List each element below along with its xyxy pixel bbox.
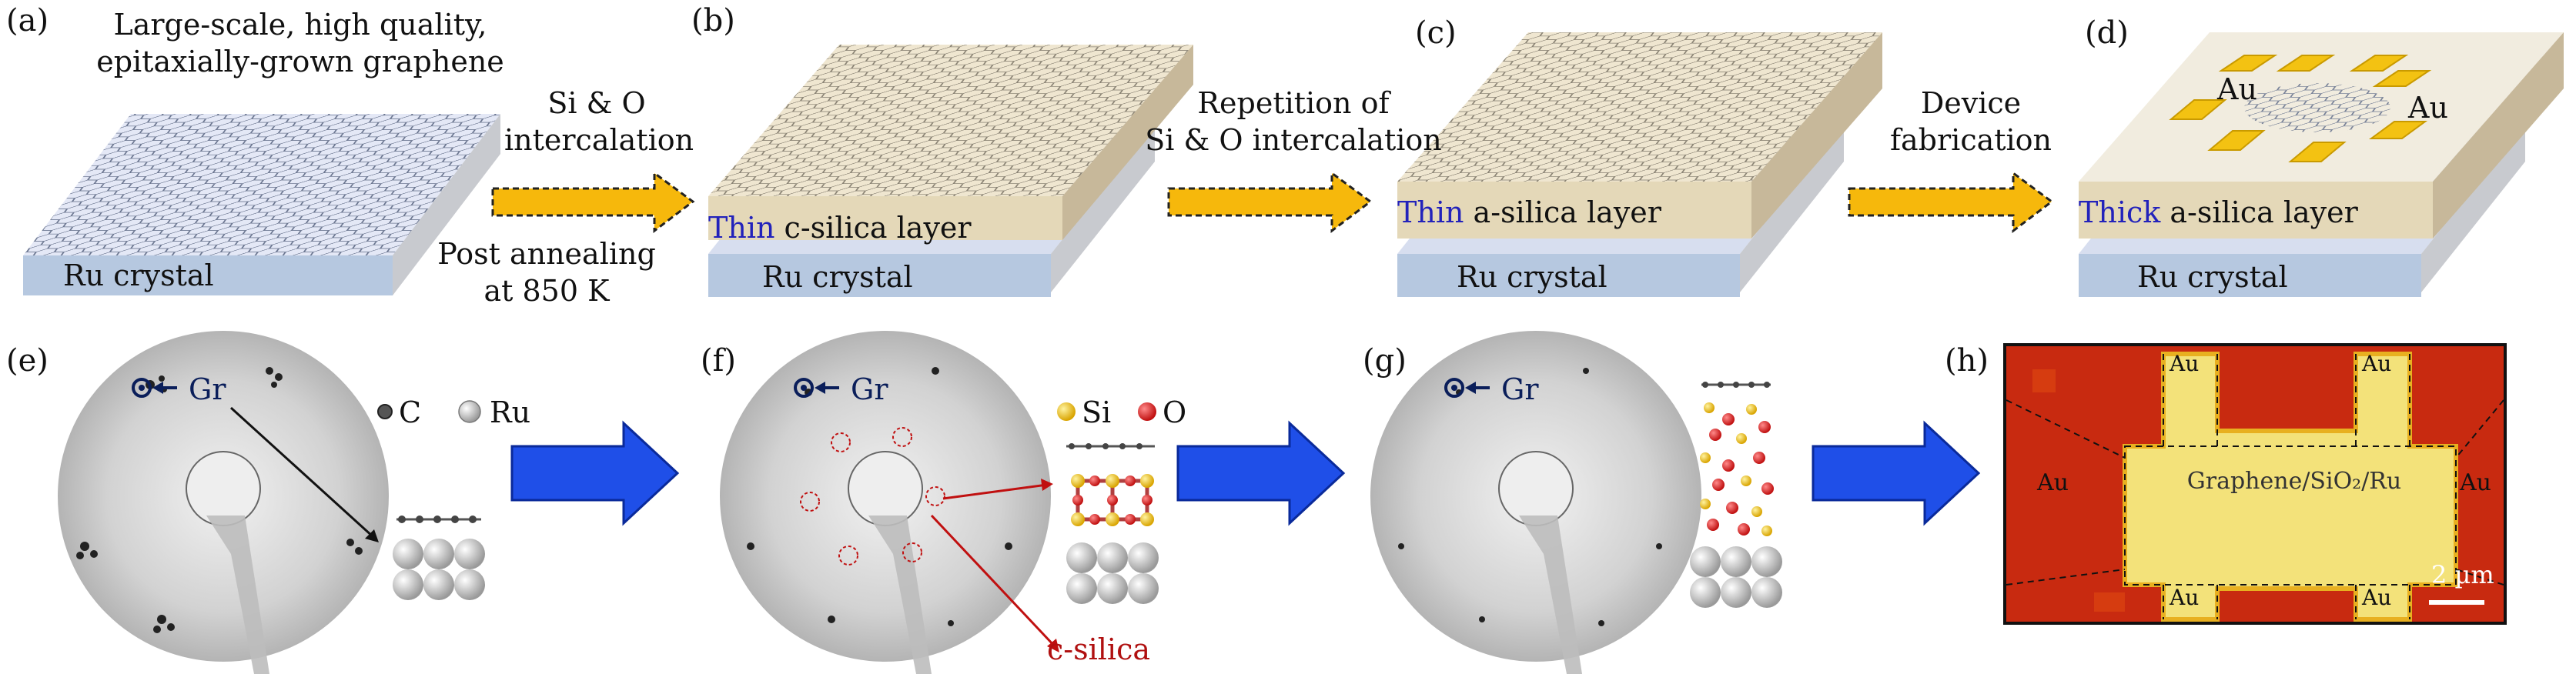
au-label-left: Au: [2217, 72, 2257, 106]
model-e: [393, 516, 485, 600]
panel-d-slab: [2079, 32, 2564, 297]
panel-label-h: (h): [1945, 343, 1989, 379]
silica-label-c: Thin a-silica layer: [1397, 195, 1661, 229]
legend-e: [377, 400, 481, 423]
legend-o-label: O: [1163, 395, 1187, 429]
micro-au-bottom-right: Au: [2362, 585, 2392, 610]
bottom-row-drawing: [58, 331, 2507, 674]
leed-pattern-f: [720, 331, 1059, 674]
step3-text: Device fabrication: [1889, 86, 2052, 157]
ru-label-b: Ru crystal: [762, 260, 913, 294]
panel-label-f: (f): [701, 343, 737, 379]
gr-label-e: Gr: [189, 372, 226, 406]
top-row-drawing: [23, 32, 2564, 297]
gold-arrow-3: [1848, 171, 2054, 234]
silica-label-d: Thick a-silica layer: [2079, 195, 2358, 229]
micro-au-top-right: Au: [2362, 351, 2392, 376]
ru-label-d: Ru crystal: [2137, 260, 2288, 294]
panel-a-caption: Large-scale, high quality, epitaxially-g…: [96, 8, 504, 78]
leed-pattern-e: [58, 331, 389, 674]
silica-label-b: Thin c-silica layer: [708, 211, 972, 245]
panel-label-a: (a): [6, 3, 49, 38]
panel-label-b: (b): [691, 3, 735, 38]
step1-below-text: Post annealing at 850 K: [437, 237, 656, 308]
panel-label-e: (e): [6, 343, 49, 379]
legend-ru-label: Ru: [490, 395, 531, 429]
panel-label-c: (c): [1415, 15, 1457, 51]
legend-si-label: Si: [1082, 395, 1112, 429]
panel-b-slab: [708, 45, 1193, 297]
step2-text: Repetition of Si & O intercalation: [1145, 86, 1442, 157]
step1-text: Si & O intercalation: [504, 86, 694, 157]
micro-au-right: Au: [2460, 469, 2491, 496]
blue-arrow-3: [1812, 420, 1981, 526]
legend-c-label: C: [399, 395, 422, 429]
model-g: [1690, 382, 1782, 608]
panel-label-d: (d): [2085, 15, 2129, 51]
ru-label-c: Ru crystal: [1457, 260, 1607, 294]
au-label-right: Au: [2408, 91, 2448, 125]
leed-pattern-g: [1370, 331, 1701, 674]
model-f: [1066, 443, 1159, 604]
micro-center-label: Graphene/SiO₂/Ru: [2186, 468, 2402, 495]
gold-arrow-1: [491, 171, 695, 234]
micro-au-bottom-left: Au: [2170, 585, 2200, 610]
gr-label-f: Gr: [851, 372, 888, 406]
micro-au-top-left: Au: [2170, 351, 2200, 376]
micrograph-h: [2003, 343, 2507, 625]
micro-au-left: Au: [2037, 469, 2069, 496]
panel-label-g: (g): [1363, 343, 1407, 379]
gold-arrow-2: [1167, 171, 1373, 234]
gr-label-g: Gr: [1501, 372, 1539, 406]
legend-f: [1057, 402, 1156, 421]
blue-arrow-2: [1176, 420, 1346, 526]
panel-a-slab: [23, 114, 500, 295]
ru-label-a: Ru crystal: [63, 259, 214, 292]
blue-arrow-1: [510, 420, 680, 526]
c-silica-label: c-silica: [1047, 632, 1151, 666]
panel-c-slab: [1397, 32, 1882, 297]
scalebar-label: 2 µm: [2431, 560, 2494, 589]
